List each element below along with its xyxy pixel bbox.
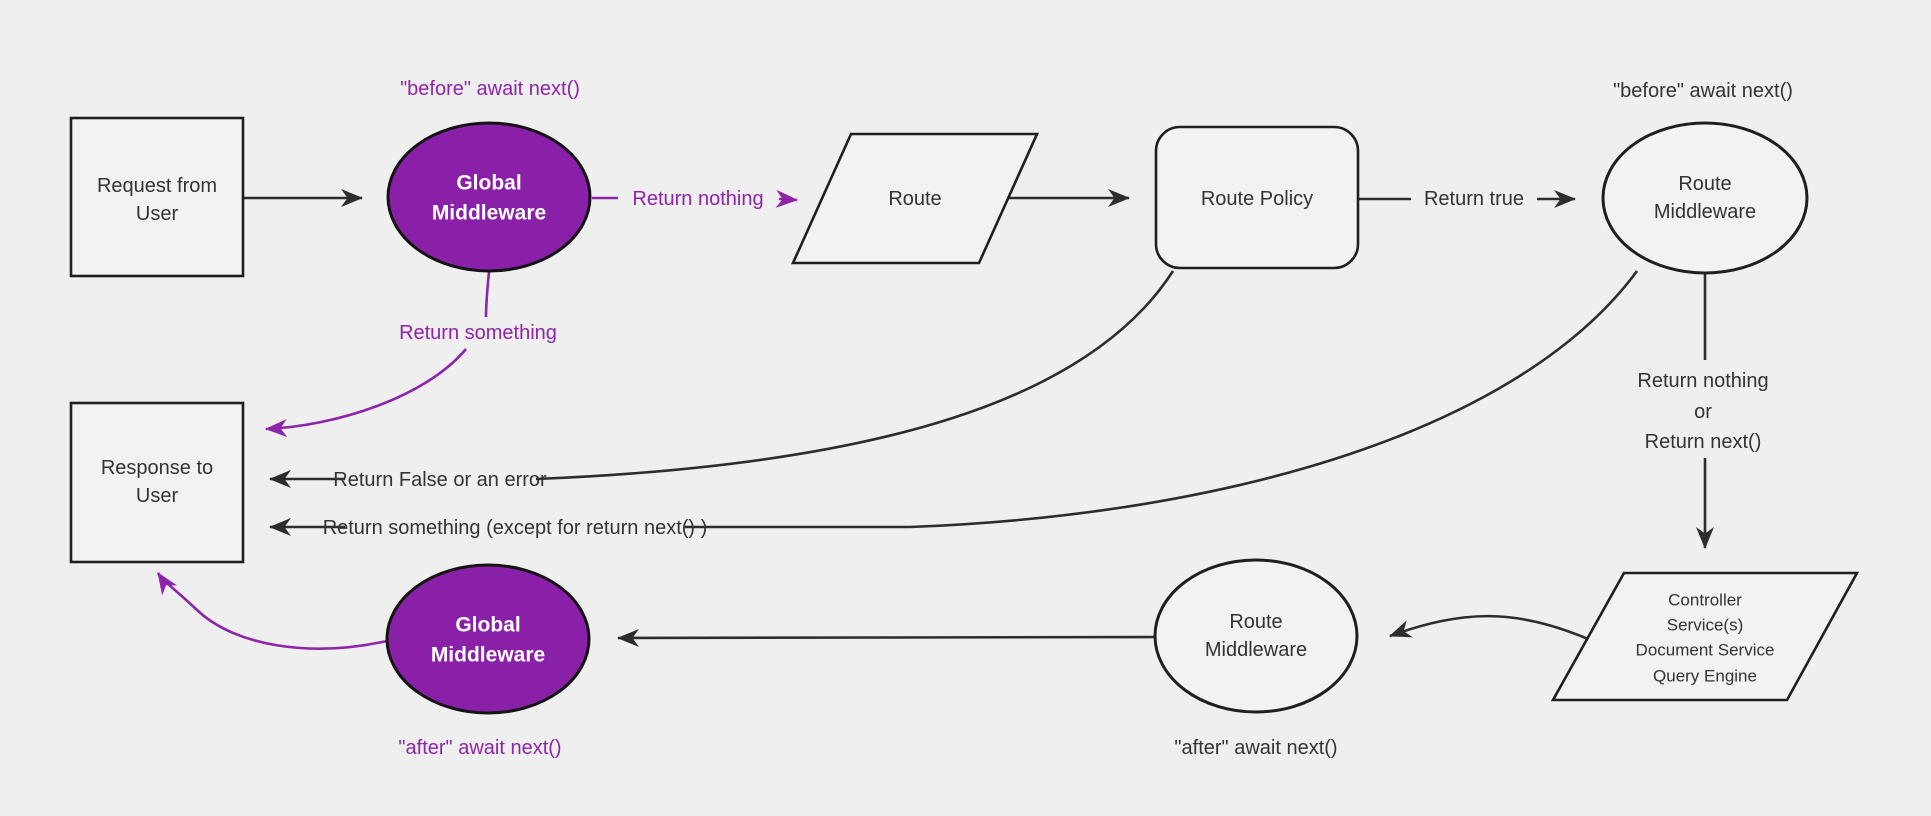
connector-globalmw-returnsomething-upper — [484, 271, 491, 318]
connector-routepolicy-returnfalse-curve — [535, 270, 1175, 481]
node-controller-services — [1550, 571, 1860, 702]
controller-line2: Service(s) — [1667, 616, 1744, 635]
globalmw-top-line2: Middleware — [432, 202, 546, 225]
node-route-policy — [1154, 125, 1360, 270]
node-route-middleware-top — [1601, 121, 1809, 275]
label-return-something: Return something — [399, 322, 557, 344]
connector-globalmw-returnsomething-lower — [265, 348, 467, 438]
label-return-false-error: Return False or an error — [333, 469, 547, 491]
node-response-line1: Response to — [101, 457, 213, 479]
label-return-nothing-or-line2: or — [1694, 401, 1712, 423]
node-request-from-user — [69, 116, 245, 278]
label-return-nothing-or-line1: Return nothing — [1637, 370, 1768, 392]
globalmw-bottom-line1: Global — [455, 614, 520, 637]
node-route — [790, 132, 1040, 265]
connector-globalmw-bottom-to-response — [156, 572, 388, 650]
routemw-bottom-line1: Route — [1229, 611, 1282, 633]
globalmw-top-line1: Global — [456, 172, 521, 195]
label-return-nothing: Return nothing — [632, 188, 763, 210]
controller-line1: Controller — [1668, 591, 1742, 610]
connector-routemw-to-globalmw-bottom — [617, 628, 1156, 647]
connector-routemw-returnsomething-curve — [684, 270, 1639, 529]
label-after-await-right: "after" await next() — [1174, 737, 1337, 759]
label-return-nothing-or-line3: Return next() — [1645, 431, 1762, 453]
connector-controller-to-routemw-bottom — [1389, 614, 1589, 641]
node-route-middleware-bottom — [1153, 558, 1359, 714]
routemw-top-line1: Route — [1678, 173, 1731, 195]
node-request-line2: User — [136, 203, 179, 225]
routemw-bottom-line2: Middleware — [1205, 639, 1307, 661]
node-global-middleware-bottom — [385, 563, 591, 715]
node-global-middleware-top — [386, 121, 592, 273]
label-before-await-right: "before" await next() — [1613, 80, 1793, 102]
node-response-line2: User — [136, 485, 179, 507]
label-return-true: Return true — [1424, 188, 1524, 210]
node-request-line1: Request from — [97, 175, 217, 197]
globalmw-bottom-line2: Middleware — [431, 644, 545, 667]
label-after-await-left: "after" await next() — [398, 737, 561, 759]
node-response-to-user — [69, 401, 245, 564]
node-route-policy-label: Route Policy — [1201, 188, 1313, 210]
controller-line4: Query Engine — [1653, 667, 1757, 686]
label-before-await-left: "before" await next() — [400, 78, 580, 100]
controller-line3: Document Service — [1636, 641, 1775, 660]
connector-globalmw-returnnothing-right — [775, 189, 798, 208]
node-route-label: Route — [888, 188, 941, 210]
routemw-top-line2: Middleware — [1654, 201, 1756, 223]
label-return-something-except: Return something (except for return next… — [323, 517, 708, 539]
